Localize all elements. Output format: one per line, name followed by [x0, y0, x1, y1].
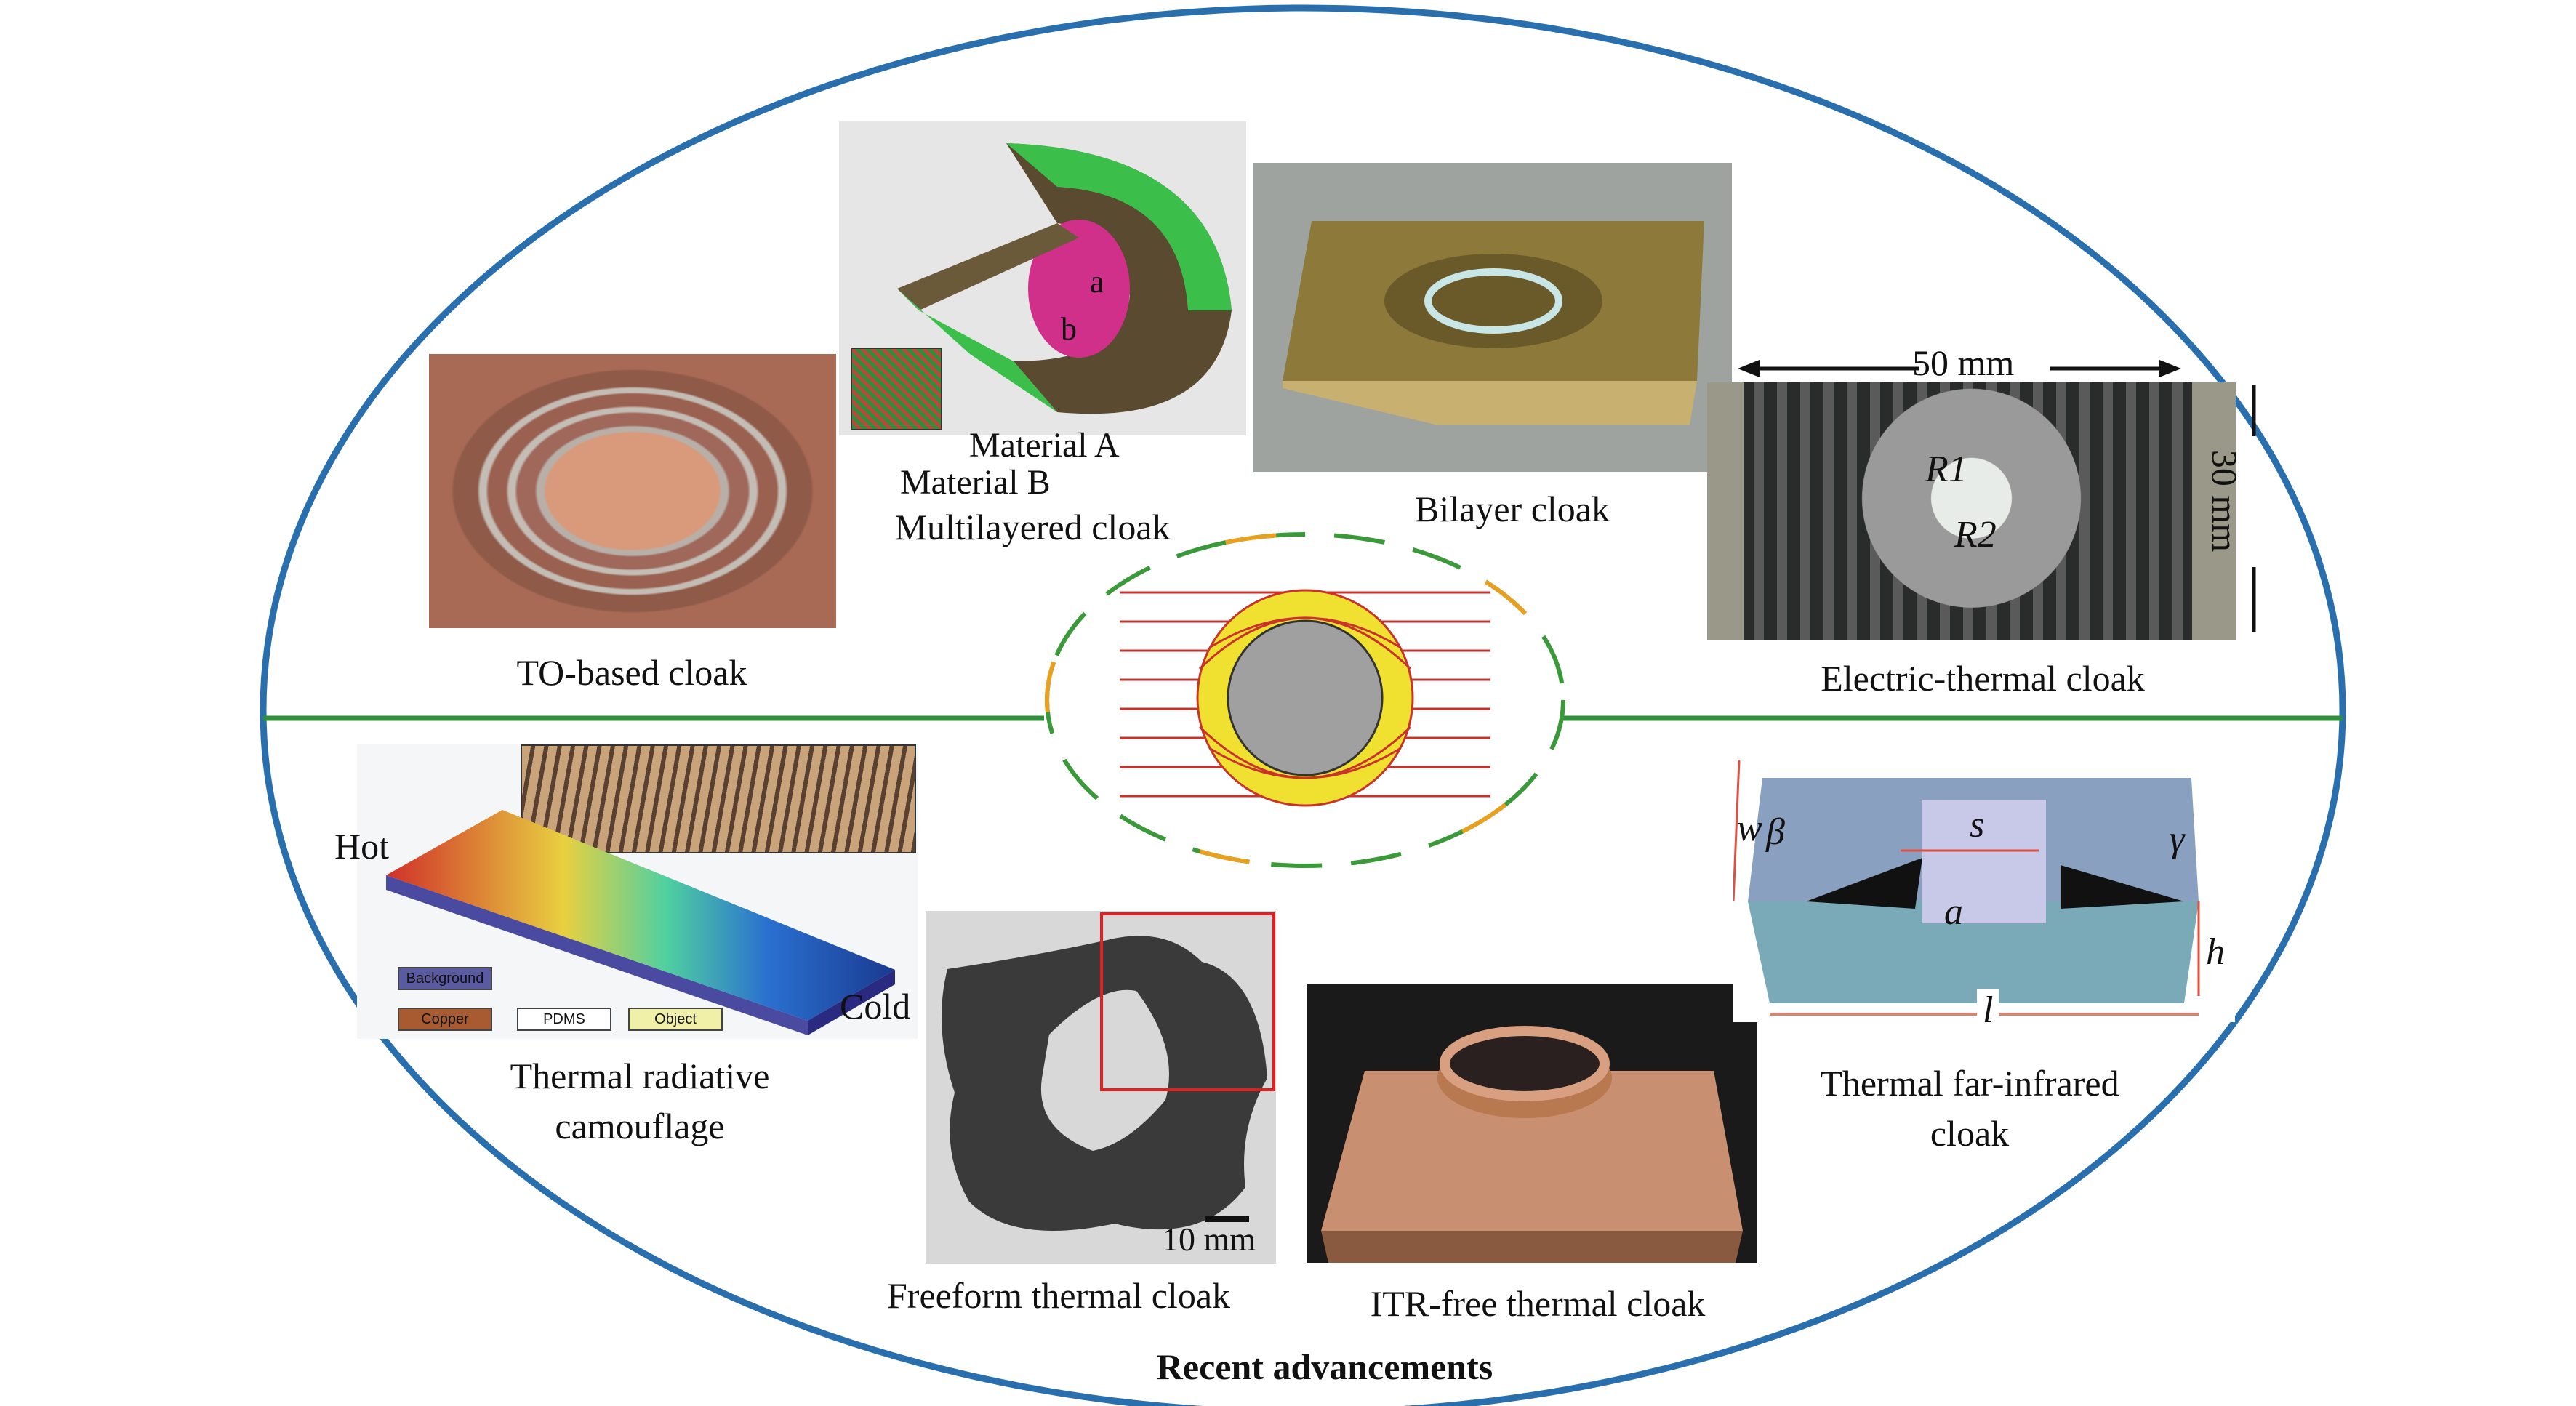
electric-thermal-cloak-image: R1 R2	[1707, 382, 2236, 640]
figure-title: Recent advancements	[1156, 1346, 1493, 1387]
material-b-label: Material B	[900, 463, 1051, 502]
legend-background: Background	[398, 967, 492, 990]
far-infrared-label-2: cloak	[1930, 1113, 2010, 1154]
electric-thermal-label: Electric-thermal cloak	[1821, 658, 2145, 699]
outer-ellipse	[260, 4, 2346, 1406]
to-based-label: TO-based cloak	[516, 652, 747, 693]
photo-inset	[521, 744, 916, 853]
hot-label: Hot	[334, 826, 389, 867]
legend-copper: Copper	[398, 1008, 492, 1031]
far-infrared-label-1: Thermal far-infrared	[1820, 1063, 2119, 1104]
dim-l: l	[1977, 989, 1999, 1022]
width-dimension: 50 mm	[1912, 342, 2015, 383]
dashed-boundary-orange	[1045, 532, 1565, 868]
itr-free-cloak-image	[1307, 984, 1757, 1263]
bilayer-cloak-image	[1253, 163, 1732, 472]
multilayered-cloak-image: a b	[839, 121, 1246, 435]
r2-label: R2	[1954, 514, 1997, 555]
cloaked-object	[1227, 619, 1384, 776]
material-a-label: Material A	[969, 426, 1120, 465]
center-cloak-schematic	[1045, 532, 1565, 868]
legend-object: Object	[628, 1008, 723, 1031]
freeform-label: Freeform thermal cloak	[886, 1275, 1231, 1316]
legend-pdms: PDMS	[517, 1008, 611, 1031]
dimension-arrows	[1738, 360, 2256, 632]
dim-a: a	[1090, 264, 1104, 300]
to-based-cloak-image	[429, 354, 836, 628]
material-inset	[851, 348, 942, 430]
dim-w: w	[1737, 808, 1762, 849]
multilayered-label: Multilayered cloak	[894, 507, 1171, 547]
thermal-radiative-label-2: camouflage	[555, 1106, 725, 1146]
height-dimension: 30 mm	[2204, 449, 2246, 553]
dim-s: s	[1970, 804, 1985, 845]
bilayer-label: Bilayer cloak	[1415, 489, 1610, 529]
r1-label: R1	[1925, 449, 1967, 490]
dim-b: b	[1061, 311, 1077, 347]
dim-h: h	[2206, 931, 2225, 973]
cold-label: Cold	[840, 986, 911, 1027]
freeform-cloak-image: 10 mm	[926, 911, 1276, 1264]
thermal-radiative-label-1: Thermal radiative	[510, 1056, 770, 1096]
scale-bar	[1205, 1216, 1249, 1222]
itr-free-label: ITR-free thermal cloak	[1370, 1283, 1706, 1324]
thermal-radiative-image: Background Copper PDMS Object	[357, 744, 918, 1039]
dim-beta: β	[1766, 811, 1785, 853]
far-infrared-cloak-image: w β s γ a h l	[1733, 756, 2235, 1022]
zoom-box	[1100, 912, 1275, 1091]
scale-label: 10 mm	[1162, 1221, 1256, 1258]
dim-gamma: γ	[2170, 819, 2185, 860]
dim-a: a	[1944, 891, 1963, 933]
